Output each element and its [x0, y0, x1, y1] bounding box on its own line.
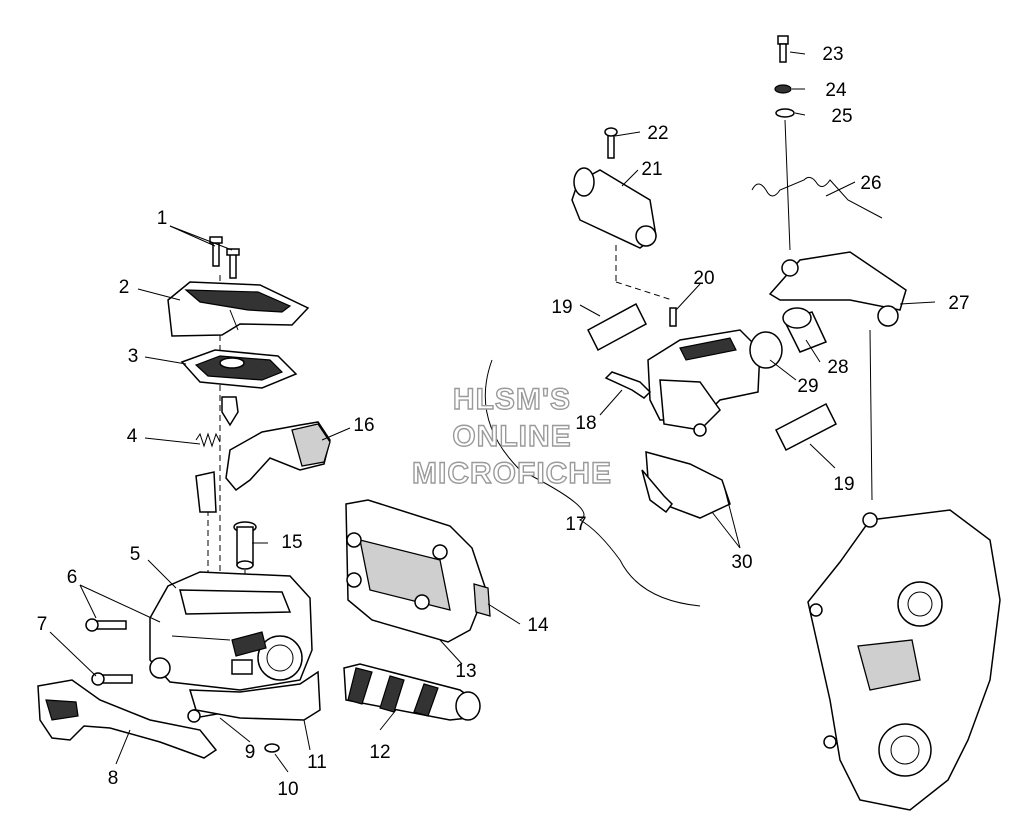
callout-18: 18	[575, 413, 596, 434]
part-20-screw	[669, 307, 677, 327]
callout-21: 21	[641, 159, 662, 180]
watermark-line-3: MICROFICHE	[412, 457, 612, 490]
callout-27: 27	[948, 293, 969, 314]
part-6-screw	[85, 618, 127, 632]
callout-13: 13	[455, 661, 476, 682]
chaincase	[807, 509, 1001, 811]
part-27-bracket	[768, 251, 907, 327]
callout-30: 30	[731, 552, 752, 573]
callout-2: 2	[119, 277, 130, 298]
watermark-line-1: HLSM'S	[453, 383, 571, 416]
part-19-shim-bottom	[774, 402, 838, 452]
callout-23: 23	[822, 44, 843, 65]
callout-20: 20	[693, 268, 714, 289]
part-1-screws	[209, 236, 240, 279]
part-23-bolt	[777, 35, 789, 63]
callout-14: 14	[527, 615, 549, 636]
watermark: HLSM'S ONLINE MICROFICHE	[411, 382, 612, 490]
leader-lines-right	[579, 51, 936, 549]
callout-numbers: 1 2 3 4 5 6 7 8 9 10 11 12 13 14 15 16 1…	[37, 44, 970, 800]
part-7-screw	[91, 672, 133, 686]
callout-24: 24	[825, 80, 847, 101]
part-11-bottom-cover	[188, 670, 321, 721]
callout-3: 3	[128, 346, 139, 367]
leader-lines-left	[49, 225, 521, 773]
part-22-bolt	[604, 127, 618, 159]
throttle-control-assembly	[37, 236, 491, 759]
watermark-line-2: ONLINE	[452, 420, 571, 453]
part-26-spring	[751, 176, 883, 219]
part-2-cover	[167, 281, 310, 337]
part-4-spring	[195, 432, 221, 448]
part-21-fitting	[571, 167, 657, 249]
callout-12: 12	[369, 742, 390, 763]
callout-19-top: 19	[551, 297, 572, 318]
part-13-cover	[345, 499, 487, 643]
callout-15: 15	[281, 532, 302, 553]
part-10-washer	[264, 743, 280, 753]
callout-19-bottom: 19	[833, 474, 854, 495]
part-8-lever	[37, 679, 218, 759]
callout-22: 22	[647, 123, 668, 144]
callout-29: 29	[797, 376, 818, 397]
callout-7: 7	[37, 614, 48, 635]
callout-5: 5	[130, 544, 141, 565]
callout-26: 26	[860, 173, 881, 194]
callout-8: 8	[108, 768, 119, 789]
callout-11: 11	[307, 752, 327, 773]
part-18-brake-line	[604, 371, 652, 399]
part-30-pads	[641, 450, 731, 519]
part-15-pin	[233, 521, 257, 570]
part-3-gasket	[180, 349, 298, 427]
part-14-gasket	[473, 583, 491, 617]
part-28-spacer	[782, 307, 828, 353]
part-19-shim-top	[587, 302, 647, 352]
part-29-oring	[749, 331, 783, 369]
part-24-washer	[774, 84, 792, 94]
part-12-shaft	[343, 663, 481, 721]
callout-1: 1	[157, 208, 168, 229]
part-5-housing	[149, 571, 313, 691]
callout-28: 28	[827, 357, 848, 378]
callout-4: 4	[127, 426, 138, 447]
callout-9: 9	[245, 742, 256, 763]
callout-25: 25	[831, 106, 852, 127]
callout-6: 6	[67, 567, 78, 588]
callout-17: 17	[565, 514, 586, 535]
callout-10: 10	[277, 779, 298, 800]
part-16-lever	[195, 421, 331, 513]
brake-assembly	[484, 35, 1001, 811]
callout-16: 16	[353, 415, 374, 436]
part-25-washer	[775, 108, 795, 118]
brake-caliper	[647, 329, 761, 437]
